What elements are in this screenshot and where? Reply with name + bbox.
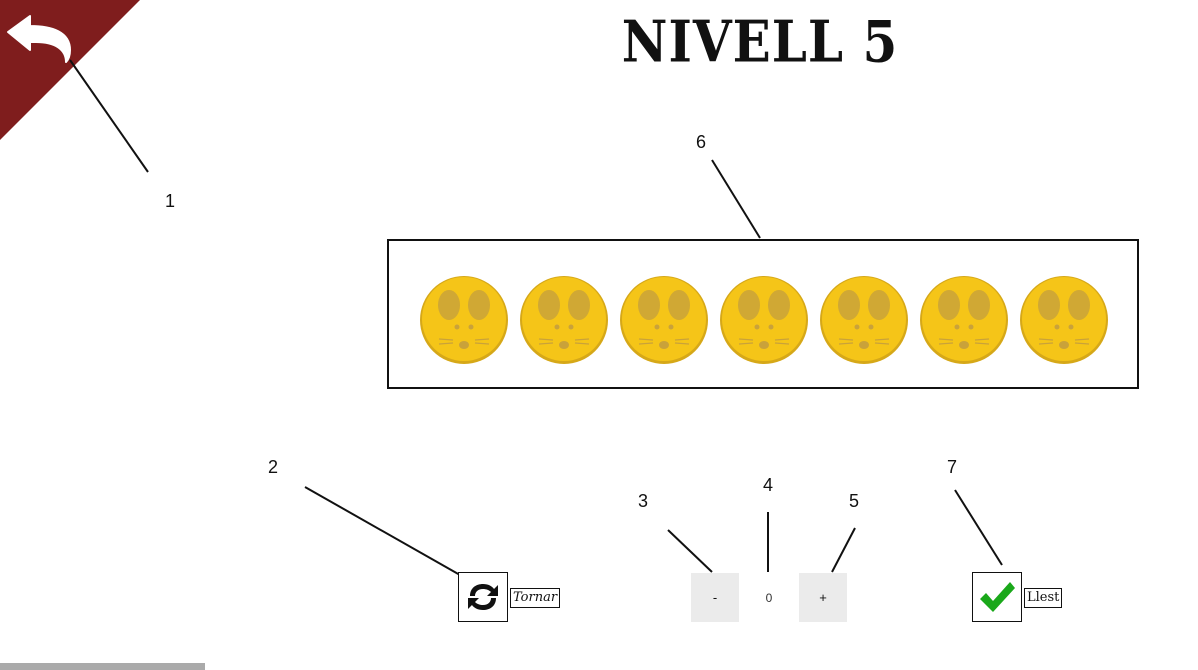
callout-number-4: 4 — [763, 475, 773, 495]
callout-number-7: 7 — [947, 457, 957, 477]
coin-list — [419, 275, 1109, 369]
mouse-face-coin-icon[interactable] — [919, 275, 1009, 369]
coin-tray — [387, 239, 1139, 389]
callout-number-2: 2 — [268, 457, 278, 477]
callout-line-6 — [711, 159, 761, 239]
page-title: NIVELL 5 — [621, 7, 899, 76]
callout-line-1 — [69, 59, 149, 173]
return-button[interactable]: Tornar — [458, 572, 561, 622]
callout-line-5 — [831, 527, 856, 573]
ready-button[interactable]: Llest — [972, 572, 1063, 622]
callout-number-6: 6 — [696, 132, 706, 152]
return-icon-box[interactable] — [458, 572, 508, 622]
mouse-face-coin-icon[interactable] — [519, 275, 609, 369]
checkmark-icon — [980, 582, 1015, 612]
mouse-face-coin-icon[interactable] — [819, 275, 909, 369]
mouse-face-coin-icon[interactable] — [619, 275, 709, 369]
undo-arrow-icon[interactable] — [0, 6, 80, 66]
ready-icon-box[interactable] — [972, 572, 1022, 622]
callout-number-3: 3 — [638, 491, 648, 511]
ready-label[interactable]: Llest — [1024, 588, 1063, 608]
mouse-face-coin-icon[interactable] — [719, 275, 809, 369]
callout-line-7 — [954, 489, 1003, 566]
callout-line-2 — [304, 486, 461, 576]
increment-button[interactable]: + — [799, 573, 847, 622]
bottom-bar — [0, 663, 205, 670]
callout-line-3 — [667, 529, 713, 573]
callout-number-1: 1 — [165, 191, 175, 211]
stepper-value[interactable]: 0 — [739, 573, 799, 622]
mouse-face-coin-icon[interactable] — [1019, 275, 1109, 369]
mouse-face-coin-icon[interactable] — [419, 275, 509, 369]
callout-number-5: 5 — [849, 491, 859, 511]
refresh-icon — [468, 584, 498, 610]
quantity-stepper: - 0 + — [691, 573, 847, 622]
decrement-button[interactable]: - — [691, 573, 739, 622]
return-label[interactable]: Tornar — [510, 588, 561, 608]
